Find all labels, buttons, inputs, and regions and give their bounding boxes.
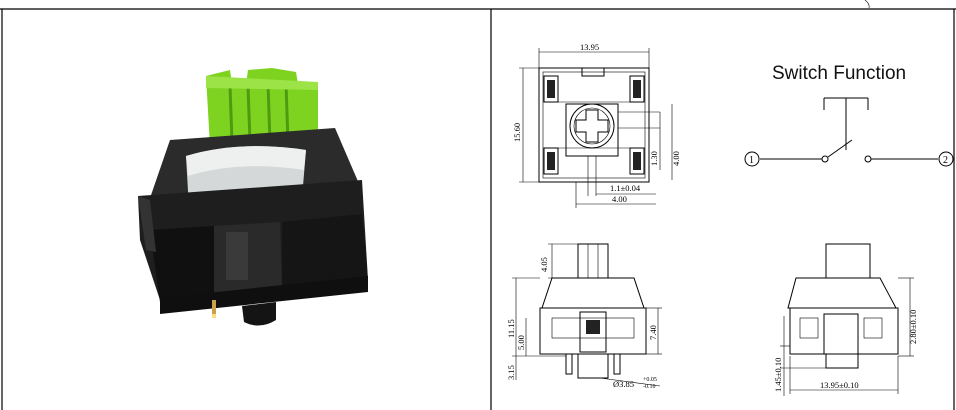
dim-5-00: 5.00 <box>516 335 526 350</box>
dim-3-15: 3.15 <box>506 365 516 380</box>
terminal-1-label: 1 <box>749 155 754 166</box>
dim-7-40: 7.40 <box>648 325 658 340</box>
dim-1-1: 1.1±0.04 <box>610 183 641 193</box>
dim-top-width: 13.95 <box>580 42 599 52</box>
dim-2-80: 2.80±0.10 <box>908 310 918 344</box>
pin-tol-lower: -0.10 <box>643 384 656 390</box>
dim-1-45: 1.45±0.10 <box>773 358 783 392</box>
dim-13-95: 13.95±0.10 <box>820 380 859 390</box>
dim-top-height: 15.60 <box>512 123 522 142</box>
dim-11-15: 11.15 <box>506 319 516 338</box>
dim-1-30: 1.30 <box>649 151 659 166</box>
top-view-drawing: 13.95 15.60 1.30 4.00 1.1±0.04 4.00 <box>512 42 681 208</box>
dim-4-05: 4.05 <box>539 257 549 272</box>
terminal-2-icon <box>938 151 954 167</box>
terminal-1-icon <box>744 151 760 167</box>
pin-tol-upper: +0.05 <box>643 377 657 383</box>
switch-function-diagram: Switch Function 1 2 <box>744 63 954 167</box>
dim-4-00-bottom: 4.00 <box>612 194 627 204</box>
terminal-2-label: 2 <box>943 155 948 166</box>
center-post <box>242 302 276 326</box>
metal-pin <box>212 300 216 318</box>
dim-4-00-right: 4.00 <box>671 151 681 166</box>
pin-diameter: Ø3.85 <box>613 379 634 389</box>
side-view-drawing: 2.80±0.10 1.45±0.10 13.95±0.10 <box>773 243 918 396</box>
switch-photo <box>138 68 368 326</box>
switch-function-title: Switch Function <box>772 63 906 84</box>
front-view-drawing: 4.05 11.15 5.00 3.15 7.40 Ø3.85 +0.05 -0… <box>506 243 662 390</box>
